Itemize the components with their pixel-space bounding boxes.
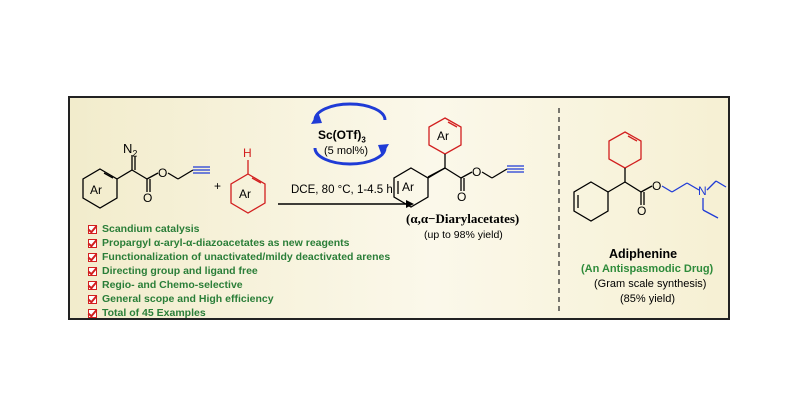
- feature-item: Propargyl α-aryl-α-diazoacetates as new …: [102, 237, 350, 249]
- check-icon: [88, 253, 97, 262]
- feature-item: Functionalization of unactivated/mildy d…: [102, 251, 391, 263]
- product-ar-left-label: Ar: [402, 180, 414, 194]
- reaction-arrow: [278, 200, 414, 208]
- feature-item: Regio- and Chemo-selective: [102, 279, 243, 291]
- reactant-ar-label: Ar: [90, 183, 102, 197]
- product-class-name: (α,α−Diarylacetates): [406, 211, 520, 226]
- reactant-ester-o-label: O: [158, 166, 168, 180]
- feature-item: Scandium catalysis: [102, 223, 200, 235]
- product-yield: (up to 98% yield): [424, 229, 503, 241]
- check-icon: [88, 225, 97, 234]
- drug-name: Adiphenine: [609, 247, 678, 261]
- drug-carbonyl-o-label: O: [637, 204, 647, 218]
- arene-structure: [230, 160, 266, 214]
- check-icon: [88, 267, 97, 276]
- feature-item: Directing group and ligand free: [102, 265, 258, 277]
- plus-sign: +: [214, 179, 222, 193]
- reactant-structure: [82, 155, 210, 209]
- check-icon: [88, 295, 97, 304]
- drug-yield: (85% yield): [620, 293, 676, 305]
- check-icon: [88, 239, 97, 248]
- check-icon: [88, 309, 97, 318]
- drug-n-label: N: [698, 184, 707, 198]
- feature-item: General scope and High efficiency: [102, 293, 274, 305]
- check-icon: [88, 281, 97, 290]
- drug-class: (An Antispasmodic Drug): [581, 263, 714, 275]
- reactant-carbonyl-o-label: O: [143, 191, 153, 205]
- scheme-panel: N2 Ar O O + H Ar Sc(OTf)3 (5 mol%) DCE, …: [68, 96, 730, 320]
- arene-ar-label: Ar: [239, 187, 251, 201]
- product-carbonyl-o-label: O: [457, 190, 467, 204]
- feature-item: Total of 45 Examples: [102, 307, 206, 319]
- product-ar-top-label: Ar: [437, 129, 449, 143]
- catalyst-label: Sc(OTf)3: [318, 128, 366, 145]
- diazo-label: N2: [123, 141, 138, 159]
- product-structure: [393, 117, 524, 208]
- arene-h-label: H: [243, 146, 252, 160]
- catalyst-loading: (5 mol%): [324, 145, 369, 157]
- drug-scale: (Gram scale synthesis): [594, 278, 707, 290]
- reaction-conditions: DCE, 80 °C, 1-4.5 h: [291, 184, 393, 196]
- adiphenine-structure: [573, 131, 727, 222]
- drug-ester-o-label: O: [652, 179, 662, 193]
- scheme-artwork: [82, 102, 727, 312]
- product-ester-o-label: O: [472, 165, 482, 179]
